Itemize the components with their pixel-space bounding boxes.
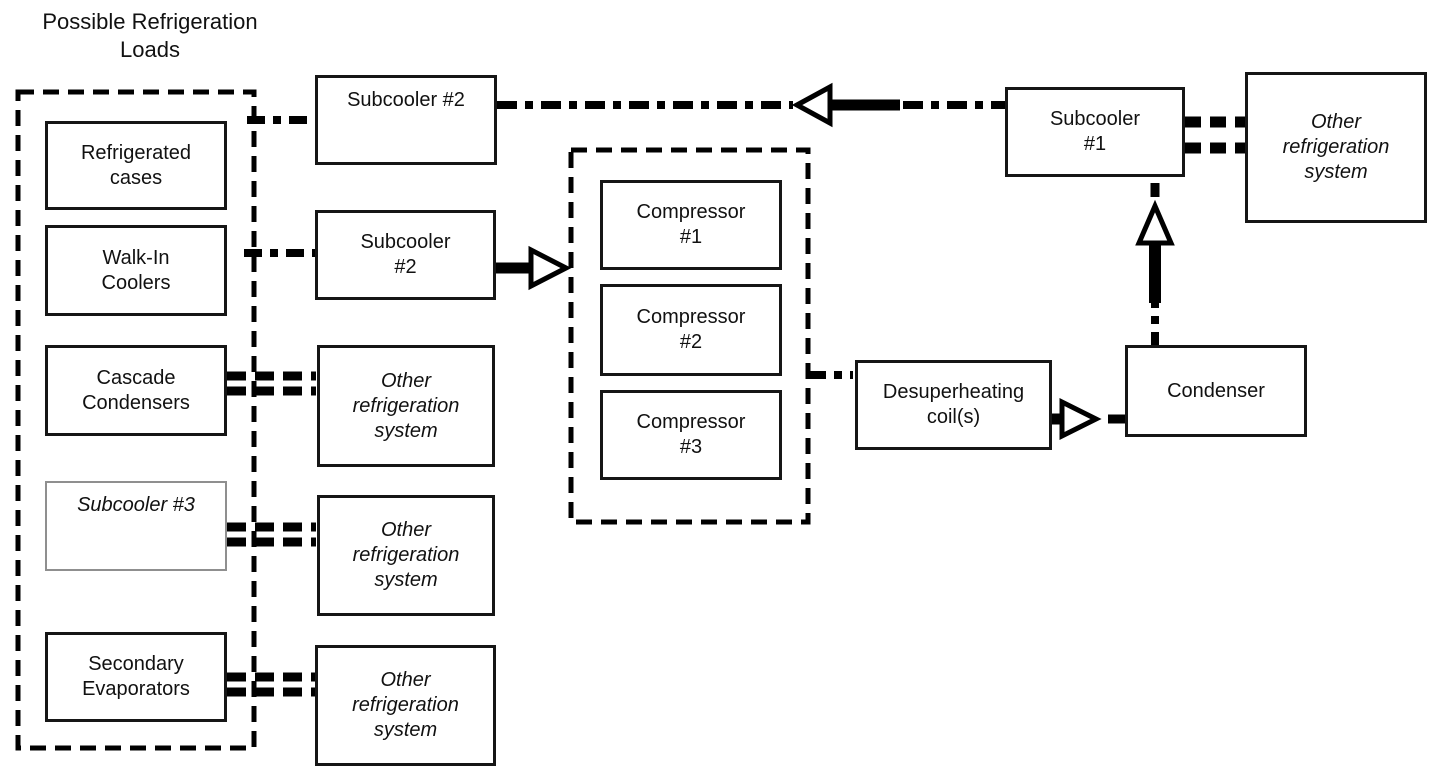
node-other-refrigeration-system-right: Other refrigeration system xyxy=(1245,72,1427,223)
node-condenser: Condenser xyxy=(1125,345,1307,437)
connector-subcooler1-to-other-right xyxy=(1185,116,1245,154)
node-cascade-condensers: Cascade Condensers xyxy=(45,345,227,436)
arrowhead-up xyxy=(1135,199,1175,246)
node-walk-in-coolers: Walk-In Coolers xyxy=(45,225,227,316)
arrowhead-right xyxy=(1059,397,1102,441)
node-other-refrigeration-system-2: Other refrigeration system xyxy=(317,495,495,616)
arrowhead-left xyxy=(791,82,833,128)
node-desuperheating-coils: Desuperheating coil(s) xyxy=(855,360,1052,450)
loads-group-border xyxy=(15,89,257,751)
node-compressor-1: Compressor #1 xyxy=(600,180,782,270)
arrowhead-right xyxy=(528,245,572,291)
connector-subcooler2-to-compressors xyxy=(496,245,572,291)
connector-subcooler3-to-other2 xyxy=(227,522,316,547)
compressor-group-border xyxy=(568,147,811,525)
node-compressor-3: Compressor #3 xyxy=(600,390,782,480)
connector-cascade-to-other1 xyxy=(227,371,316,396)
node-subcooler-2: Subcooler #2 xyxy=(315,210,496,300)
connector-desuperheating-to-condenser xyxy=(1050,397,1125,441)
node-refrigerated-cases: Refrigerated cases xyxy=(45,121,227,210)
node-other-refrigeration-system-1: Other refrigeration system xyxy=(317,345,495,467)
node-subcooler-2-top: Subcooler #2 xyxy=(315,75,497,165)
connector-subcooler1-to-subcooler2-top xyxy=(497,82,1005,128)
node-subcooler-1: Subcooler #1 xyxy=(1005,87,1185,177)
node-secondary-evaporators: Secondary Evaporators xyxy=(45,632,227,722)
diagram-title: Possible Refrigeration Loads xyxy=(42,9,258,62)
node-compressor-2: Compressor #2 xyxy=(600,284,782,376)
connector-secondary-to-other3 xyxy=(227,672,316,697)
connector-condenser-to-subcooler1 xyxy=(1135,183,1175,345)
node-subcooler-3: Subcooler #3 xyxy=(45,481,227,571)
node-other-refrigeration-system-3: Other refrigeration system xyxy=(315,645,496,766)
